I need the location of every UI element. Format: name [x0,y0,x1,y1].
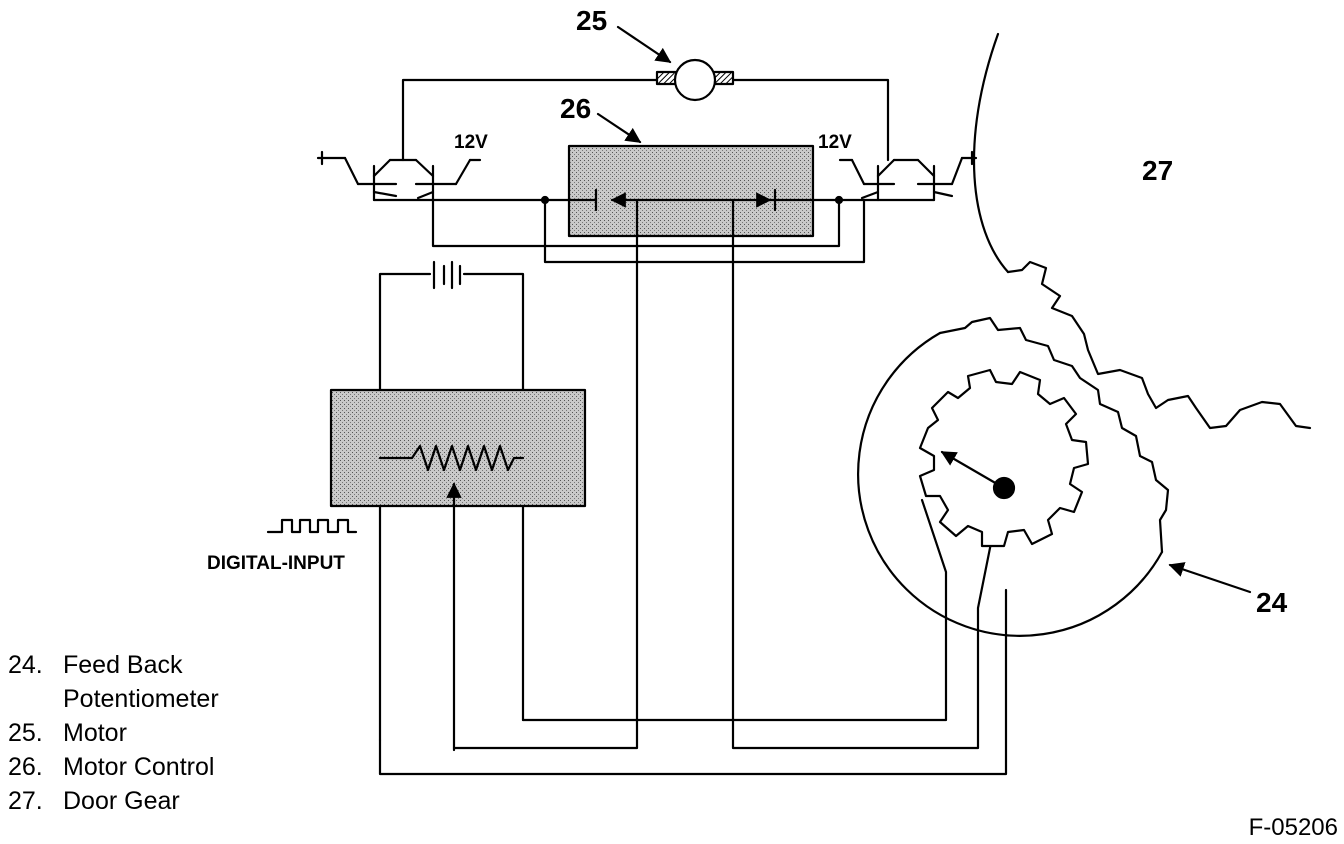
figure-id: F-05206 [1248,814,1338,841]
legend-item: 27. Door Gear [8,784,219,818]
pot-outer-gear [938,316,1170,554]
legend-number: 27. [8,787,43,815]
left-transistor-pair [316,150,482,202]
supply-label-left: 12V [454,132,488,153]
pot-wiper [940,450,1006,490]
legend-item: Potentiometer [8,682,219,716]
legend-text: Door Gear [63,787,180,815]
wire-control-left [452,198,639,750]
callout-27: 27 [1142,155,1173,186]
door-gear-teeth [1006,260,1312,430]
legend-item: 24. Feed Back [8,648,219,682]
motor-symbol [655,58,735,102]
legend-number: 26. [8,753,43,781]
callout-24: 24 [1256,587,1288,618]
battery-symbol [378,260,525,742]
supply-label-right: 12V [818,132,852,153]
legend-text: Motor [63,719,127,747]
legend-text: Potentiometer [63,685,219,713]
legend-item: 25. Motor [8,716,219,750]
legend-number: 24. [8,651,43,679]
bus-loop-inner [543,198,866,264]
door-gear-edge [972,32,1010,274]
control-diodes [594,188,777,212]
motor-control-box [567,144,815,238]
callout-25: 25 [576,5,607,36]
digital-input-label: DIGITAL-INPUT [207,553,345,574]
right-transistor-pair [838,150,978,202]
callout-26: 26 [560,93,591,124]
input-pot-resistor [378,444,525,472]
legend-text: Feed Back [63,651,183,679]
wire-battery-pos [378,588,1008,776]
legend-text: Motor Control [63,753,215,781]
legend-number: 25. [8,719,43,747]
wire-control-right [731,198,1002,750]
wire-battery-neg [521,498,948,722]
input-pot-box [329,388,587,508]
feedback-pot-disc [857,331,1164,637]
legend: 24. Feed Back Potentiometer 25. Motor 26… [8,648,219,818]
pot-pivot [992,476,1016,500]
legend-item: 26. Motor Control [8,750,219,784]
digital-input-pulse [266,518,358,534]
pot-inner-gear [918,368,1090,548]
motor-wire-top [401,78,890,162]
